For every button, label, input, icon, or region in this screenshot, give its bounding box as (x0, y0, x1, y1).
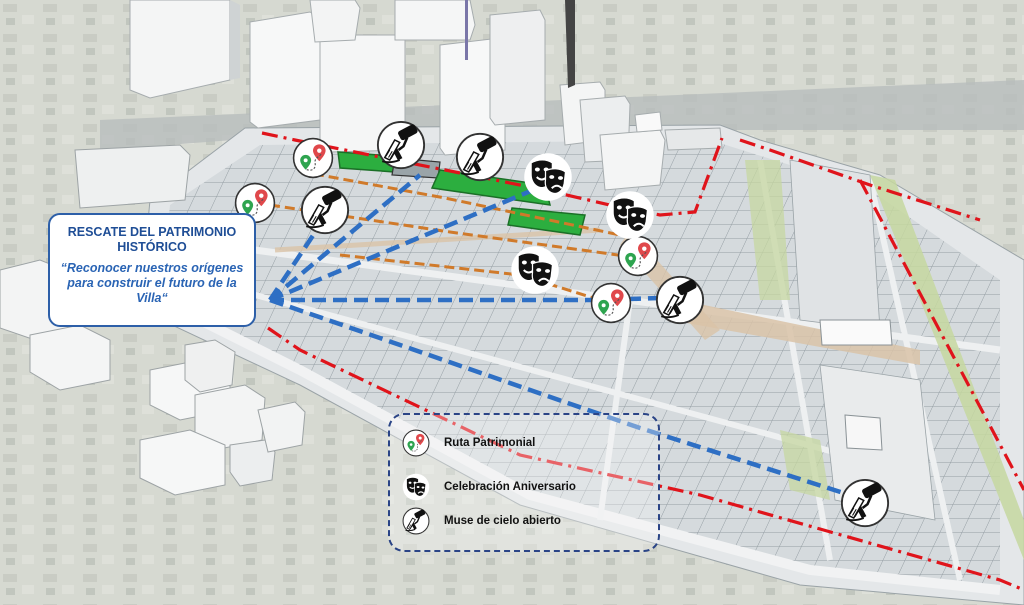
callout-title-line1: RESCATE DEL PATRIMONIO (67, 225, 237, 239)
theater-masks-icon (402, 473, 430, 501)
towers (129, 0, 723, 191)
celebration-masks-icon[interactable] (510, 245, 560, 295)
mural-brush-icon[interactable] (300, 185, 350, 235)
legend-item-route: Ruta Patrimonial (402, 429, 535, 457)
map-legend: Ruta Patrimonial Celebración Aniversario… (388, 413, 660, 552)
route-pin-icon[interactable] (292, 137, 334, 179)
route-pin-icon[interactable] (617, 235, 659, 277)
mural-brush-icon[interactable] (376, 120, 426, 170)
callout-quote-line3: Villa“ (136, 291, 168, 305)
left-buildings (0, 144, 306, 496)
celebration-masks-icon[interactable] (523, 152, 573, 202)
mural-brush-icon[interactable] (655, 275, 705, 325)
map-pin-route-icon (402, 429, 430, 457)
callout-quote-line1: “Reconocer nuestros orígenes (60, 261, 244, 275)
callout-quote: “Reconocer nuestros orígenes para constr… (58, 261, 246, 306)
legend-item-celebration: Celebración Aniversario (402, 473, 576, 501)
celebration-masks-icon[interactable] (605, 190, 655, 240)
legend-item-museum: Muse de cielo abierto (402, 507, 561, 535)
callout-quote-line2: para construir el futuro de la (67, 276, 237, 290)
legend-label-route: Ruta Patrimonial (444, 437, 536, 449)
mural-brush-icon[interactable] (455, 132, 505, 182)
legend-label-museum: Muse de cielo abierto (444, 515, 561, 527)
legend-label-celebration: Celebración Aniversario (444, 481, 576, 493)
mural-brush-icon[interactable] (840, 478, 890, 528)
heritage-callout: RESCATE DEL PATRIMONIO HISTÓRICO “Recono… (48, 213, 256, 327)
callout-title-line2: HISTÓRICO (117, 240, 187, 254)
paint-roller-brush-icon (402, 507, 430, 535)
route-pin-icon[interactable] (590, 282, 632, 324)
